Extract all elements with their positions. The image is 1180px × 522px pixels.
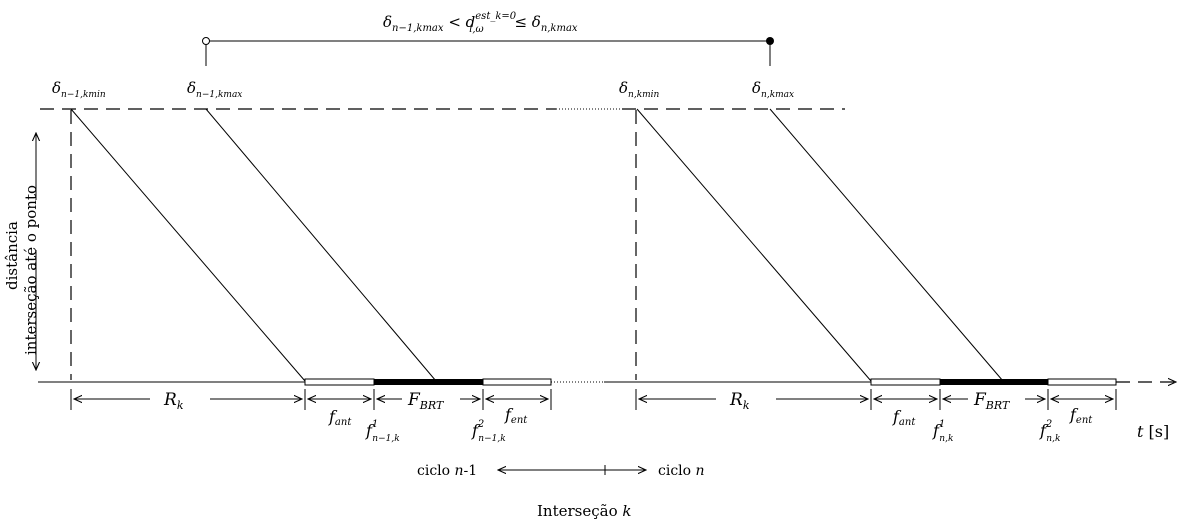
- F-BRT-label-right: FBRT: [973, 390, 1011, 412]
- interval-ticks: [70, 389, 1117, 410]
- delta-n-1-kmin-label: δn−1,kmin: [52, 79, 106, 100]
- cycle-prev-label: ciclo n-1: [417, 463, 477, 479]
- trajectory-line: [769, 108, 1004, 382]
- trajectory-line: [70, 108, 306, 382]
- f-ent-label-left: fent: [504, 405, 528, 426]
- R-k-label-right: Rk: [729, 390, 750, 412]
- signal-bar-antecipation-right: [870, 378, 941, 386]
- delta-n-kmax-label: δn,kmax: [752, 79, 794, 100]
- y-axis-label: distância interseção até o ponto: [3, 185, 40, 355]
- svg-text:distância: distância: [3, 221, 21, 290]
- delta-n-1-kmax-label: δn−1,kmax: [187, 79, 242, 100]
- trajectory-line: [636, 108, 872, 382]
- F-BRT-label-left: FBRT: [407, 390, 445, 412]
- f-ant-label-right: fant: [892, 407, 916, 428]
- delta-n-kmin-label: δn,kmin: [619, 79, 660, 100]
- svg-text:interseção até o ponto: interseção até o ponto: [22, 185, 40, 355]
- cycle-next-label: ciclo n: [658, 463, 705, 479]
- signal-bar-extension-right: [1047, 378, 1117, 386]
- R-k-label-left: Rk: [163, 390, 184, 412]
- f-ant-label-left: fant: [328, 407, 352, 428]
- signal-bar-extension-left: [482, 378, 552, 386]
- time-axis-label: t [s]: [1137, 422, 1169, 441]
- signal-bar-antecipation-left: [304, 378, 375, 386]
- f-ent-label-right: fent: [1069, 405, 1093, 426]
- closed-endpoint-icon: [766, 37, 774, 45]
- trajectory-line: [205, 108, 437, 382]
- open-endpoint-icon: [202, 37, 210, 45]
- intersection-label: Interseção k: [537, 502, 631, 520]
